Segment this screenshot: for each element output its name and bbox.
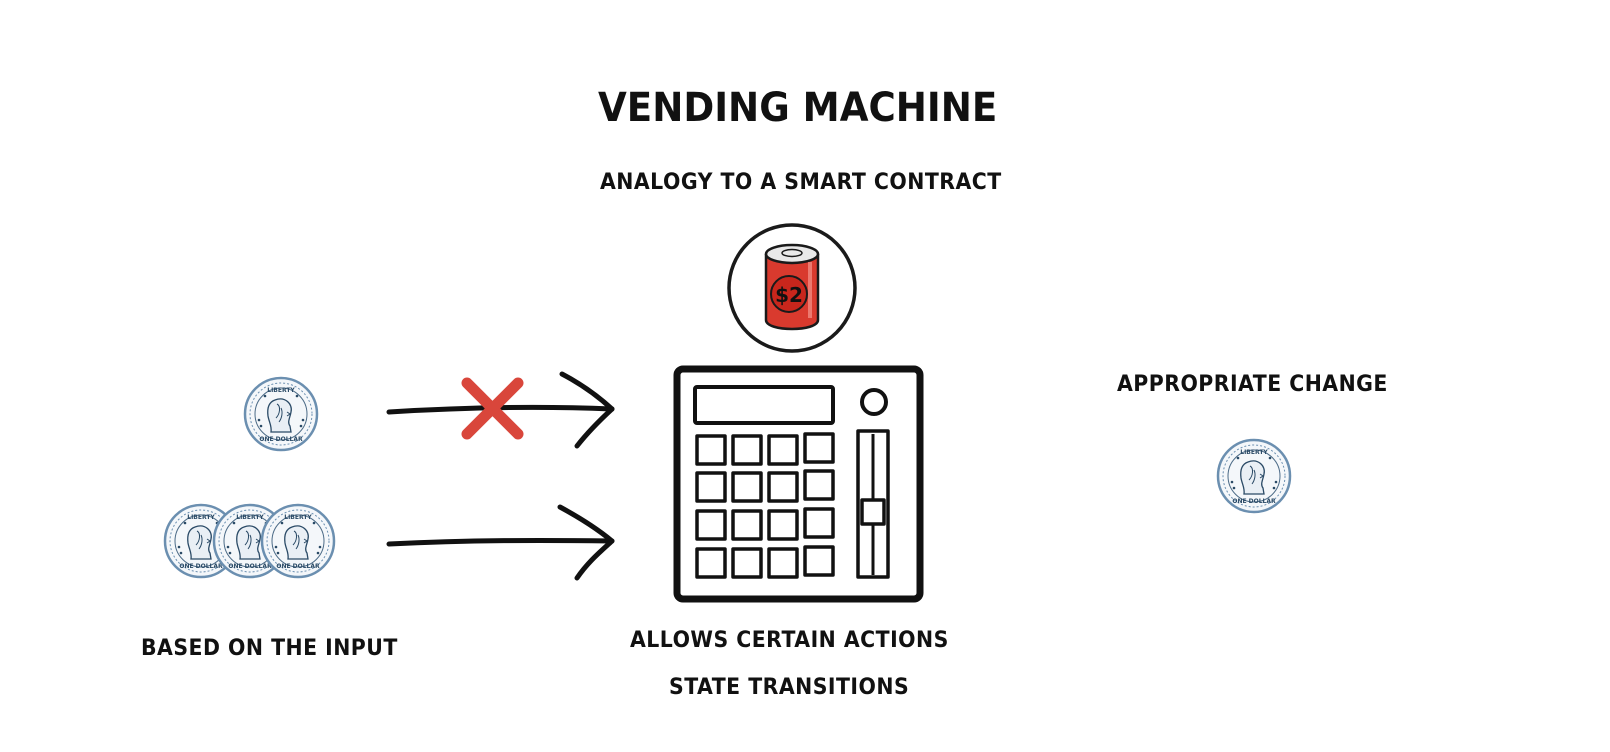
svg-text:LIBERTY: LIBERTY — [284, 514, 312, 521]
svg-text:LIBERTY: LIBERTY — [236, 514, 264, 521]
three-coins-icon: LIBERTY ONE DOLLAR LIBERTY ONE DOLLAR LI… — [165, 505, 334, 577]
svg-text:LIBERTY: LIBERTY — [267, 387, 295, 394]
svg-text:LIBERTY: LIBERTY — [187, 514, 215, 521]
accepted-arrow-icon — [389, 507, 612, 578]
svg-text:ONE DOLLAR: ONE DOLLAR — [1232, 498, 1276, 505]
single-coin-icon: LIBERTY ONE DOLLAR — [245, 378, 317, 450]
svg-text:LIBERTY: LIBERTY — [1240, 449, 1268, 456]
svg-text:ONE DOLLAR: ONE DOLLAR — [179, 563, 223, 570]
price-label: $2 — [775, 283, 803, 307]
svg-text:ONE DOLLAR: ONE DOLLAR — [259, 436, 303, 443]
svg-text:ONE DOLLAR: ONE DOLLAR — [228, 563, 272, 570]
vending-machine-icon — [677, 369, 920, 599]
soda-can-icon: $2 — [729, 225, 855, 351]
change-coin-icon: LIBERTY ONE DOLLAR — [1218, 440, 1290, 512]
svg-text:ONE DOLLAR: ONE DOLLAR — [276, 563, 320, 570]
